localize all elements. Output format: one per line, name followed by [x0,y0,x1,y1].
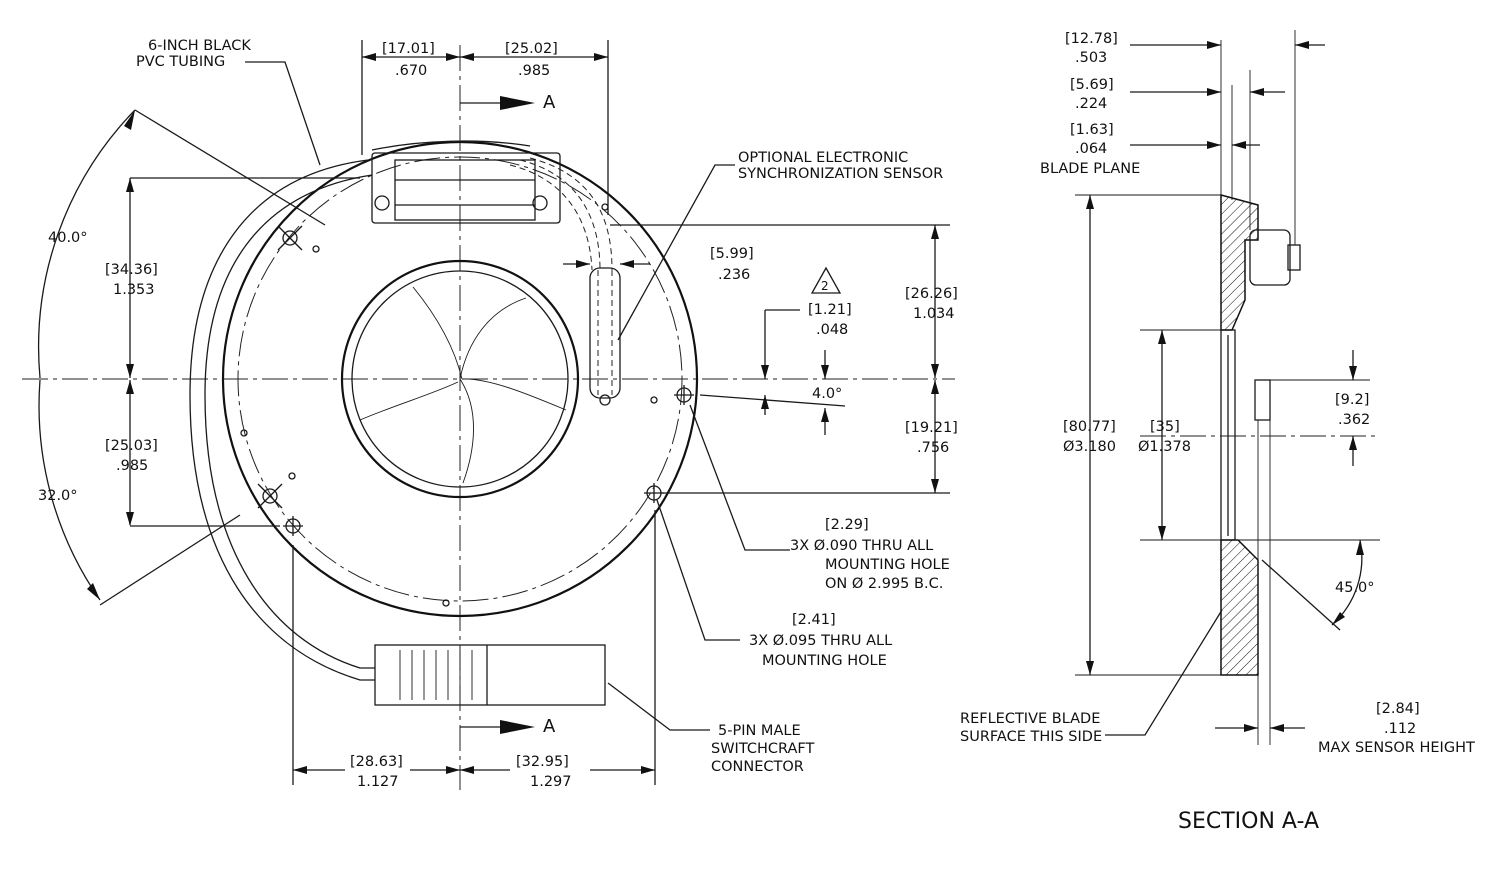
section-sensor [1249,229,1291,286]
angle-45: 45.0° [1335,580,1375,596]
holeA-line-2: MOUNTING HOLE [825,557,950,573]
dim-d4-mm: [25.03] [105,438,158,454]
note-flag-number: 2 [821,279,829,293]
holeA-line-3: ON Ø 2.995 B.C. [825,576,943,592]
blade-plane-label: BLADE PLANE [1040,161,1140,177]
pvc-tubing [189,159,375,681]
front-view-text: 6-INCH BLACK PVC TUBING OPTIONAL ELECTRO… [38,38,958,790]
max-sensor-height-label: MAX SENSOR HEIGHT [1318,740,1475,756]
angle-arc-32 [38,379,101,601]
svg-text:A: A [543,716,556,737]
holeB-line-1: 3X Ø.095 THRU ALL [749,633,892,649]
aperture-ring-outer [340,259,580,499]
holeA-line-1: 3X Ø.090 THRU ALL [790,538,933,554]
shutter-blades [359,286,567,484]
front-view: A A [22,40,955,790]
dim-d3-in: 1.353 [113,282,155,298]
sensor-label-1: OPTIONAL ELECTRONIC [738,150,908,166]
dim-d5-mm: [5.99] [710,246,754,262]
angle-4: 4.0° [812,386,842,402]
tubing-label-2: PVC TUBING [136,54,225,70]
dim-d5-in: .236 [718,267,750,283]
dim-s4-in: Ø3.180 [1063,439,1116,455]
section-marker-bottom: A [460,716,556,737]
note-flag-triangle [810,266,842,294]
dim-d6-mm: [1.21] [808,302,852,318]
dim-s3-in: .064 [1075,141,1107,157]
tubing-label-1: 6-INCH BLACK [148,38,251,54]
aperture-ring-inner [351,270,569,488]
shutter-body-outer [221,140,699,618]
bolt-circle [237,156,683,602]
dim-d7-mm: [26.26] [905,286,958,302]
tubing-leader [245,61,321,166]
dim-d7-in: 1.034 [913,306,955,322]
dim-d1-mm: [17.01] [382,41,435,57]
dim-s7-in: .112 [1384,721,1416,737]
dim-s1-in: .503 [1075,50,1107,66]
dim-d1-in: .670 [395,63,427,79]
dim-d2-mm: [25.02] [505,41,558,57]
dim-s6-mm: [9.2] [1335,392,1369,408]
dim-d8-mm: [19.21] [905,420,958,436]
holeB-line-2: MOUNTING HOLE [762,653,887,669]
dim-s5-mm: [35] [1150,419,1180,435]
reflective-label-2: SURFACE THIS SIDE [960,729,1102,745]
dim-d4-in: .985 [116,458,148,474]
holeB-mm: [2.41] [792,612,836,628]
dim-d10-in: 1.297 [530,774,572,790]
dim-d9-in: 1.127 [357,774,399,790]
dim-s5-in: Ø1.378 [1138,439,1191,455]
angle-arc-40 [37,109,136,379]
sync-sensor [371,152,621,406]
mounting-holes [240,203,694,607]
section-marker-top: A [460,92,556,113]
section-view-text: [12.78] .503 [5.69] .224 [1.63] .064 BLA… [960,31,1475,834]
dim-s4-mm: [80.77] [1063,419,1116,435]
dim-d2-in: .985 [518,63,550,79]
dim-d6-in: .048 [816,322,848,338]
reflective-label-1: REFLECTIVE BLADE [960,711,1100,727]
dim-s7-mm: [2.84] [1376,701,1420,717]
dim-s3-mm: [1.63] [1070,122,1114,138]
holeA-leader [689,404,790,551]
holeA-mm: [2.29] [825,517,869,533]
svg-text:A: A [543,92,556,113]
dim-d8-in: .756 [917,440,949,456]
section-view [1075,30,1380,745]
dim-s1-mm: [12.78] [1065,31,1118,47]
connector-label-2: SWITCHCRAFT [711,741,814,757]
dim-s6-in: .362 [1338,412,1370,428]
sensor-leader [617,164,735,341]
sensor-label-2: SYNCHRONIZATION SENSOR [738,166,943,182]
section-title: SECTION A-A [1178,809,1319,834]
dim-d9-mm: [28.63] [350,754,403,770]
connector-label-1: 5-PIN MALE [718,723,801,739]
connector-label-3: CONNECTOR [711,759,804,775]
angle-32: 32.0° [38,488,78,504]
section-body-upper [1220,194,1259,331]
angle-40: 40.0° [48,230,88,246]
connector [374,644,606,706]
section-body-lower [1220,539,1259,676]
dim-d10-mm: [32.95] [516,754,569,770]
holeB-leader [656,499,740,641]
connector-leader [607,682,710,731]
dim-s2-mm: [5.69] [1070,77,1114,93]
dim-d3-mm: [34.36] [105,262,158,278]
dim-s2-in: .224 [1075,96,1107,112]
